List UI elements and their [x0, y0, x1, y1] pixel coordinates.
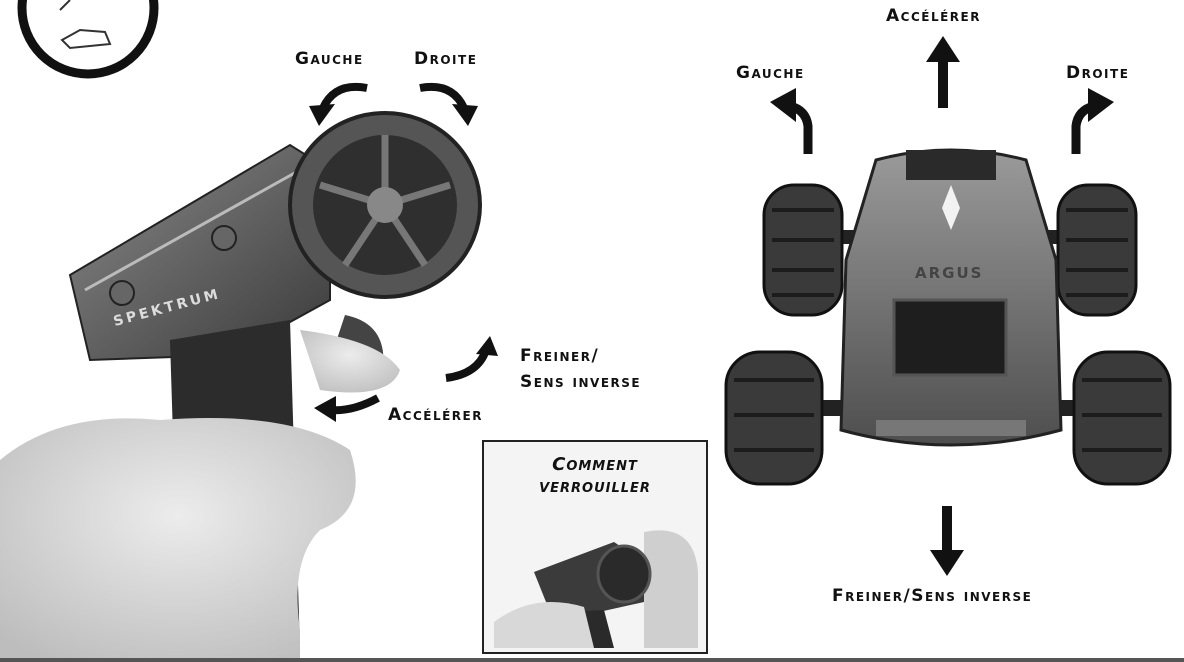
transmitter-throttle-label: Accélérer [388, 405, 483, 425]
corner-logo-icon [17, 0, 159, 79]
transmitter-brake-line2: Sens inverse [520, 372, 642, 392]
truck-photo [724, 148, 1172, 486]
inset-title: Comment verrouiller [484, 454, 706, 498]
car-forward-arrow-icon [926, 36, 960, 108]
car-left-arrow-icon [770, 88, 813, 154]
throttle-arrow-icon [314, 394, 380, 422]
inset-title-line1: Comment [552, 454, 638, 475]
car-right-arrow-icon [1071, 88, 1114, 154]
truck-badge: ARGUS [915, 264, 984, 282]
steer-right-arrow-icon [419, 83, 478, 126]
transmitter-brake-line1: Freiner/ [520, 346, 600, 366]
brake-arrow-icon [445, 336, 498, 382]
footer-divider [0, 658, 1184, 662]
steer-left-arrow-icon [309, 83, 368, 126]
car-throttle-label: Accélérer [886, 6, 981, 26]
inset-title-line2: verrouiller [539, 476, 651, 497]
transmitter-left-label: Gauche [295, 49, 364, 69]
lock-instruction-inset: Comment verrouiller [482, 440, 708, 654]
transmitter-right-label: Droite [414, 49, 478, 69]
transmitter-brake-label: Freiner/ Sens inverse [520, 343, 641, 395]
car-left-label: Gauche [736, 63, 805, 83]
car-brake-label: Freiner/Sens inverse [832, 586, 1033, 606]
inset-photo [494, 530, 698, 648]
transmitter-illustration [0, 111, 482, 662]
car-right-label: Droite [1066, 63, 1130, 83]
car-reverse-arrow-icon [930, 506, 964, 576]
